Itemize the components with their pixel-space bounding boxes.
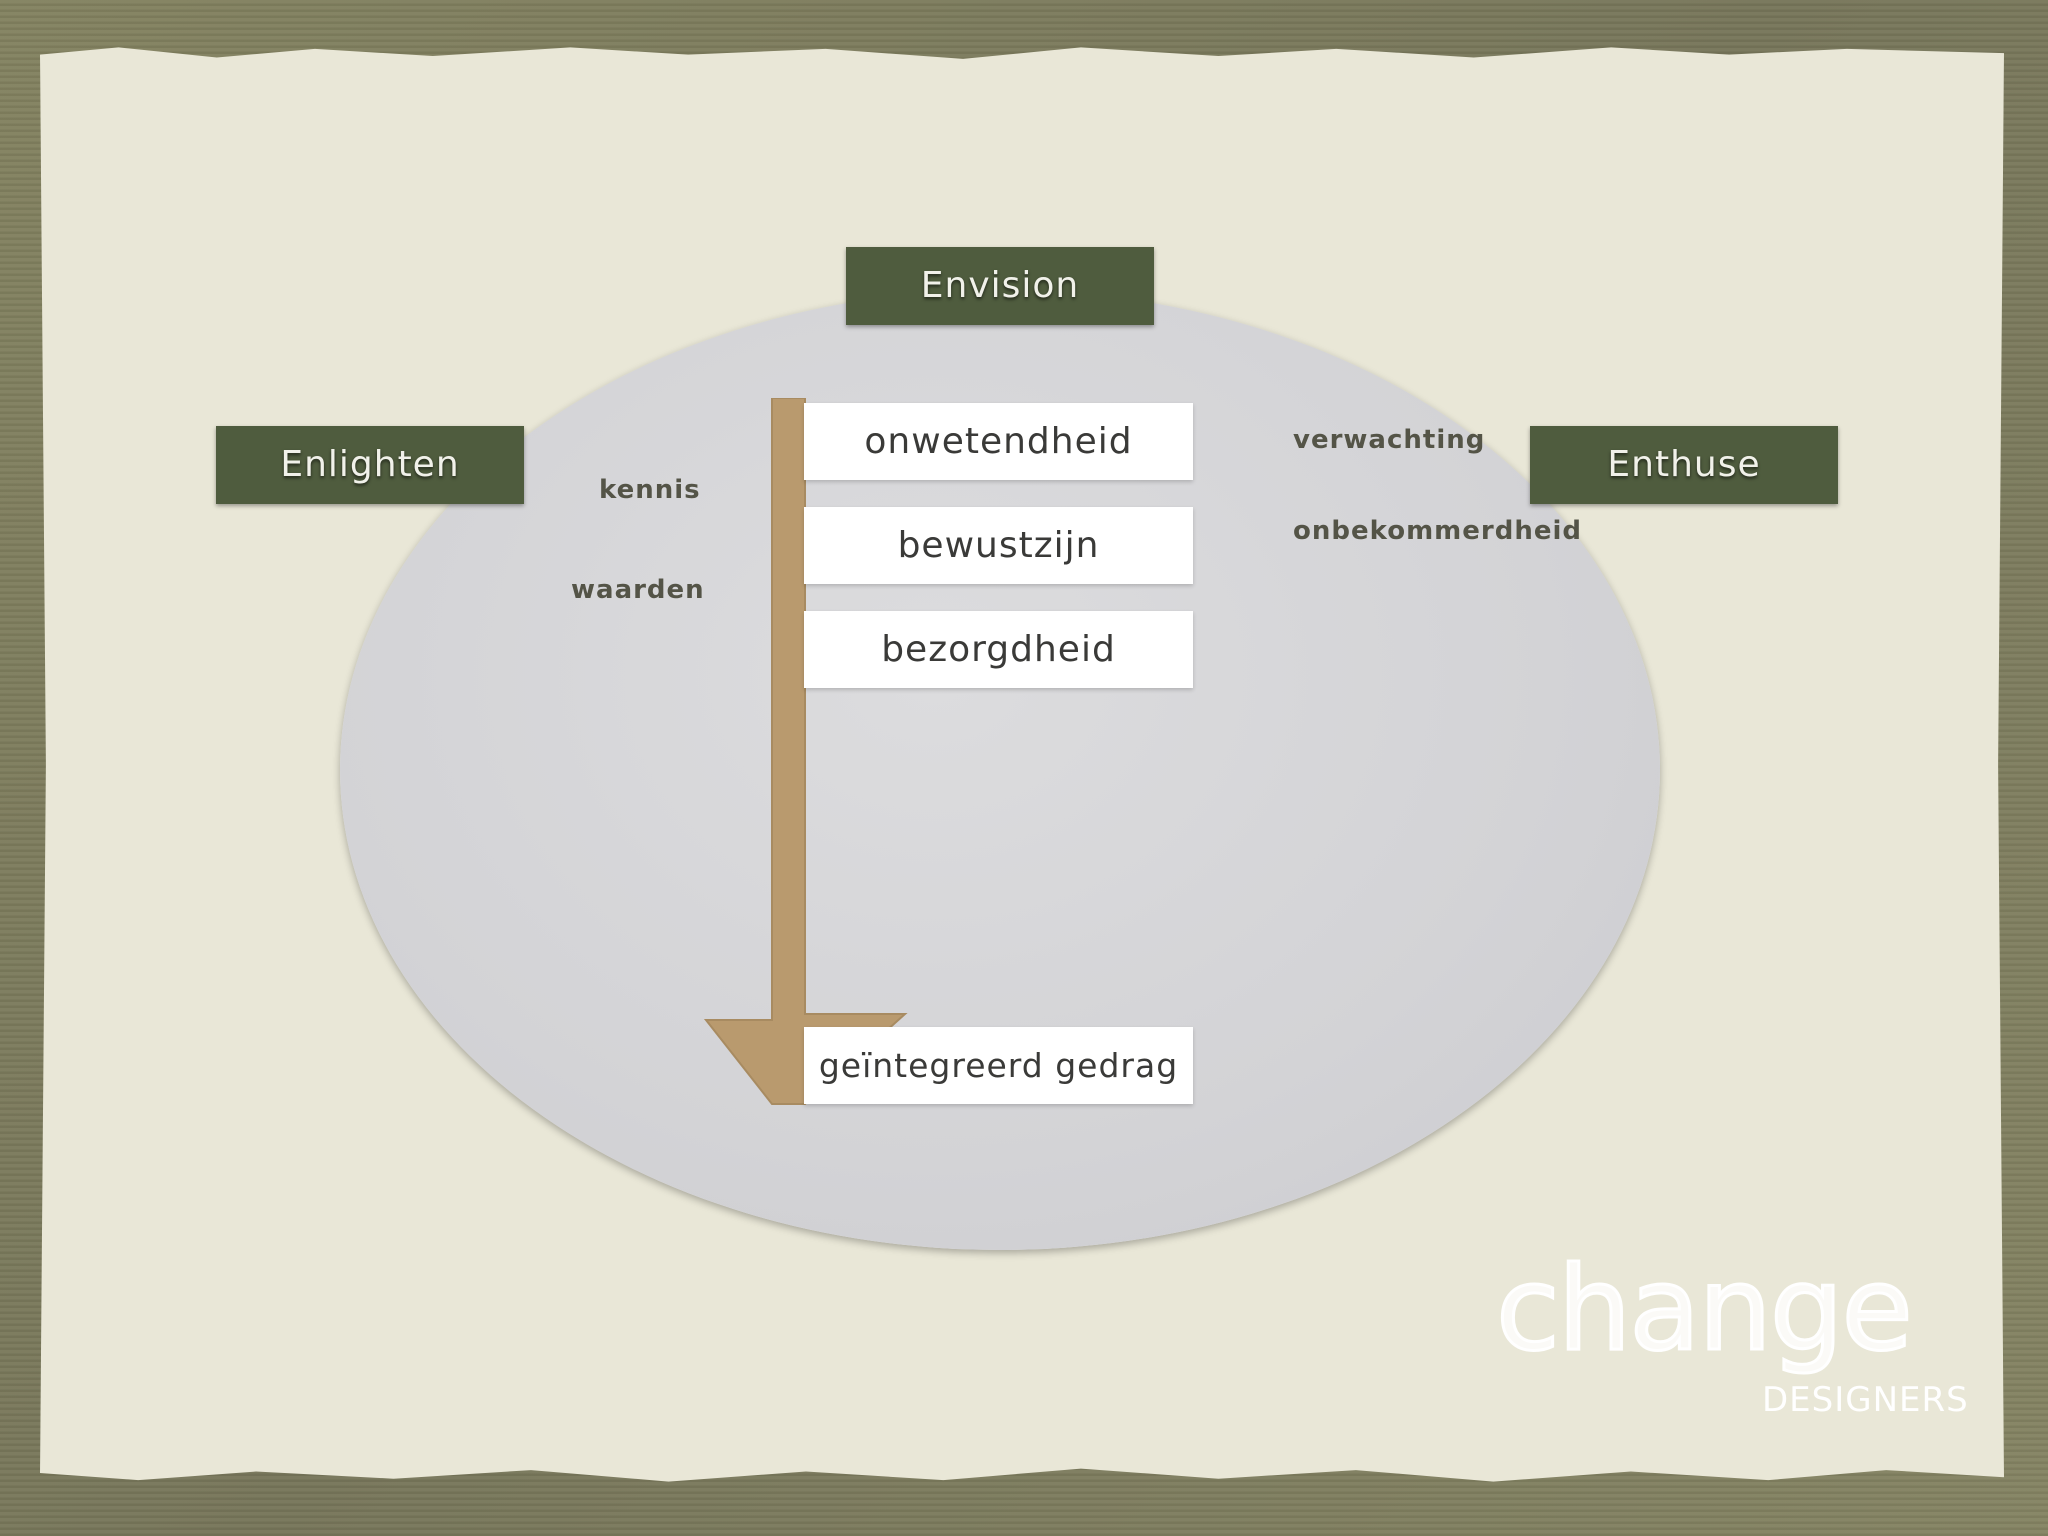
header-envision: Envision [846,247,1154,325]
step-box: bezorgdheid [804,611,1193,688]
result-box: geïntegreerd gedrag [804,1027,1193,1104]
change-designers-logo: change DESIGNERS [1495,1240,1969,1421]
right-label: onbekommerdheid [1293,516,1582,546]
left-label: waarden [571,575,705,605]
header-enlighten: Enlighten [216,426,524,504]
left-label: kennis [599,475,701,505]
step-box: onwetendheid [804,403,1193,480]
logo-word: change [1495,1241,1915,1379]
logo-subtitle: DESIGNERS [1762,1380,1969,1420]
step-box: bewustzijn [804,507,1193,584]
right-label: verwachting [1293,425,1486,455]
downward-arrow [703,398,908,1105]
header-enthuse: Enthuse [1530,426,1838,504]
